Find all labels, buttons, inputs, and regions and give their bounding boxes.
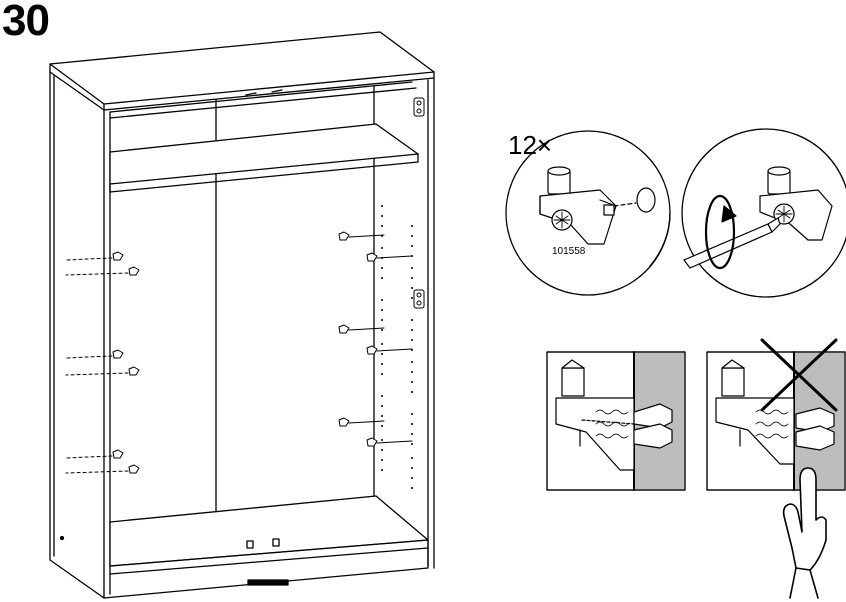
shelf-support-small: [66, 367, 139, 375]
shelf-support-small: [367, 438, 412, 446]
shelf-support-small: [339, 232, 384, 240]
wardrobe-frame-icon: [50, 32, 434, 598]
incorrect-install-icon: [707, 340, 845, 490]
shelf-support-small: [66, 450, 123, 458]
part-number: 101558: [552, 246, 585, 257]
shelf-support-small: [339, 325, 384, 333]
quantity-label: 12×: [508, 130, 552, 161]
shelf-support-small: [367, 346, 412, 354]
shelf-support-small: [66, 252, 123, 260]
hinge-middle: [414, 290, 424, 308]
shelf-holes: [381, 205, 413, 489]
shelf-supports: [66, 232, 412, 473]
correct-install-icon: [547, 352, 685, 490]
shelf-support-small: [66, 465, 139, 473]
hinge-top: [414, 98, 424, 116]
shelf-support-small: [367, 253, 412, 261]
shelf-support-small: [66, 350, 123, 358]
shelf-support-small: [339, 418, 384, 426]
shelf-support-small: [66, 267, 139, 275]
